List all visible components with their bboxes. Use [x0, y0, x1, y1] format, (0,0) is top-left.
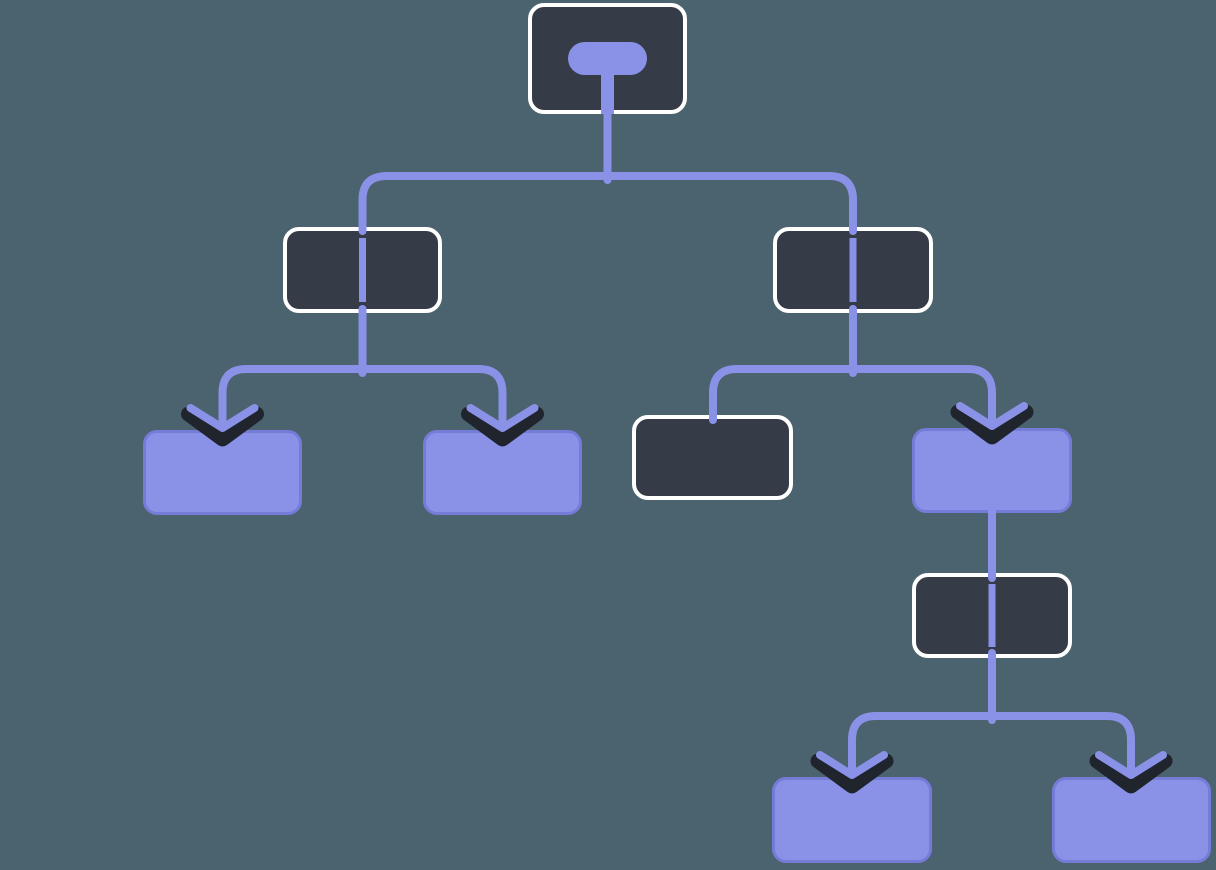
leaf-node-4 [772, 777, 932, 863]
leaf-node-5 [1052, 777, 1211, 863]
branch-node-left [283, 227, 442, 313]
plain-dark-node [632, 415, 793, 500]
leaf-node-1 [143, 430, 302, 515]
leaf-node-3 [912, 428, 1072, 513]
branch-node-bottom [912, 573, 1072, 658]
branch-node-right [773, 227, 933, 313]
leaf-node-2 [423, 430, 582, 515]
root-node [528, 3, 687, 114]
